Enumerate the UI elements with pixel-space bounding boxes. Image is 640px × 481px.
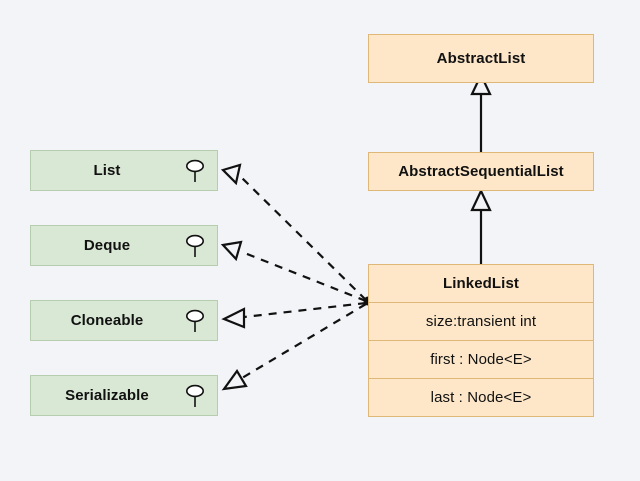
realization-linkedlist-to-deque (220, 240, 367, 303)
interface-box-cloneable[interactable]: Cloneable (30, 300, 218, 341)
class-attribute-size: size:transient int (369, 302, 593, 340)
interface-name-serializable: Serializable (65, 387, 149, 404)
class-name-abstract-list: AbstractList (436, 50, 526, 67)
generalization-linkedlist-to-abstractsequentiallist (470, 188, 492, 264)
interface-name-list: List (93, 162, 121, 179)
realization-linkedlist-to-cloneable (221, 301, 367, 329)
interface-name-cloneable: Cloneable (70, 312, 144, 329)
generalization-abstractsequentiallist-to-abstractlist (470, 72, 492, 152)
class-attribute-first: first : Node<E> (369, 340, 593, 378)
realization-linkedlist-to-list (220, 163, 367, 301)
class-name-linked-list: LinkedList (442, 275, 519, 292)
interface-box-list[interactable]: List (30, 150, 218, 191)
realization-linkedlist-to-serializable (221, 303, 367, 391)
interface-box-deque[interactable]: Deque (30, 225, 218, 266)
class-attribute-last: last : Node<E> (369, 378, 593, 416)
class-name-abstract-sequential-list: AbstractSequentialList (398, 163, 564, 180)
class-box-linked-list[interactable]: LinkedList size:transient int first : No… (368, 264, 594, 417)
class-box-abstract-sequential-list[interactable]: AbstractSequentialList (368, 152, 594, 191)
interface-box-serializable[interactable]: Serializable (30, 375, 218, 416)
interface-name-deque: Deque (83, 237, 131, 254)
class-box-abstract-list[interactable]: AbstractList (368, 34, 594, 83)
